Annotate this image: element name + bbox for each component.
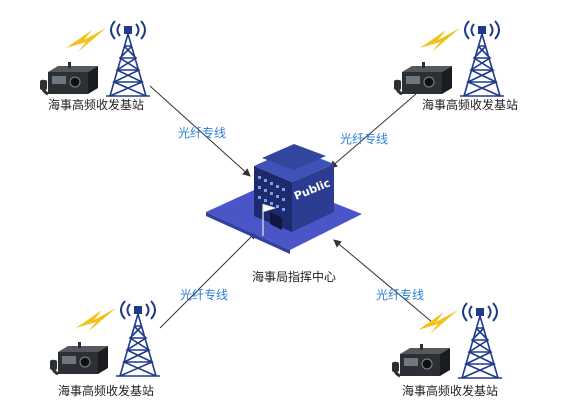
center-label: 海事局指挥中心 bbox=[252, 270, 337, 284]
fiber-link-bottom-left bbox=[159, 231, 257, 329]
station-top-left bbox=[38, 19, 152, 98]
station-label-bottom-left: 海事高频收发基站 bbox=[58, 384, 155, 398]
station-bottom-left bbox=[48, 299, 162, 378]
station-bottom-right bbox=[390, 301, 504, 380]
fiber-label-top-left: 光纤专线 bbox=[178, 126, 227, 140]
fiber-label-bottom-left: 光纤专线 bbox=[180, 288, 229, 302]
fiber-label-top-right: 光纤专线 bbox=[340, 132, 389, 146]
station-label-top-right: 海事高频收发基站 bbox=[422, 98, 519, 112]
fiber-link-top-left bbox=[149, 85, 251, 177]
fiber-label-bottom-right: 光纤专线 bbox=[376, 288, 425, 302]
flag-icon bbox=[262, 203, 277, 236]
station-top-right bbox=[392, 19, 506, 98]
fiber-link-top-right bbox=[329, 93, 417, 169]
fiber-link-bottom-right bbox=[333, 239, 433, 323]
station-label-top-left: 海事高频收发基站 bbox=[48, 98, 145, 112]
station-label-bottom-right: 海事高频收发基站 bbox=[402, 384, 499, 398]
